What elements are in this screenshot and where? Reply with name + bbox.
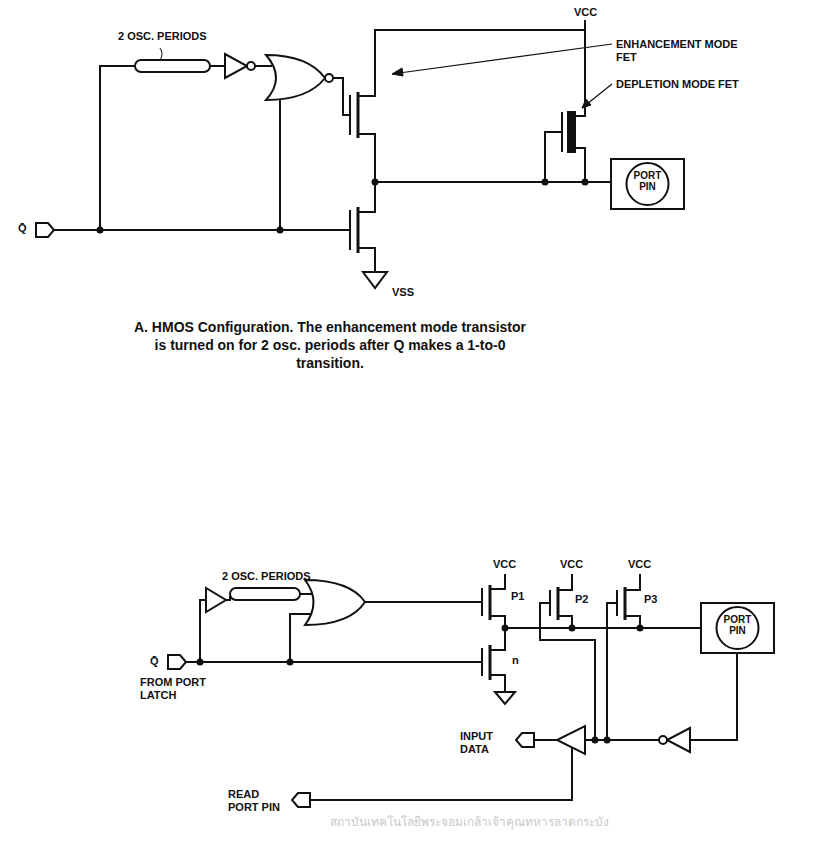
pin-label: PORT PIN [721,614,755,636]
signal-name: READ PORT PIN [228,788,288,813]
supply-label: VCC [628,558,651,571]
transistor-name: P1 [511,590,524,603]
supply-label: VCC [560,558,583,571]
port-pin-box: PORT PIN [610,158,685,210]
signal-name: Q̄ [18,222,27,235]
pin-label: PORT PIN [631,170,665,192]
delay-label: 2 OSC. PERIODS [118,30,207,43]
delay-label: 2 OSC. PERIODS [222,570,311,583]
signal-name: INPUT DATA [460,730,510,755]
signal-name: Q̄ [150,655,159,668]
watermark: สถาบันเทคโนโลยีพระจอมเกล้าเจ้าคุณทหารลาด… [330,816,609,830]
supply-label: VCC [574,6,597,19]
callout-label: DEPLETION MODE FET [616,78,756,91]
figure-caption: A. HMOS Configuration. The enhancement m… [130,318,530,373]
transistor-name: P3 [644,593,657,606]
callout-label: ENHANCEMENT MODE FET [616,38,756,63]
transistor-name: P2 [575,593,588,606]
transistor-name: n [512,654,519,667]
signal-name: FROM PORT LATCH [140,676,210,701]
supply-label: VCC [493,558,516,571]
port-pin-box: PORT PIN [700,602,775,654]
supply-label: VSS [392,286,414,299]
